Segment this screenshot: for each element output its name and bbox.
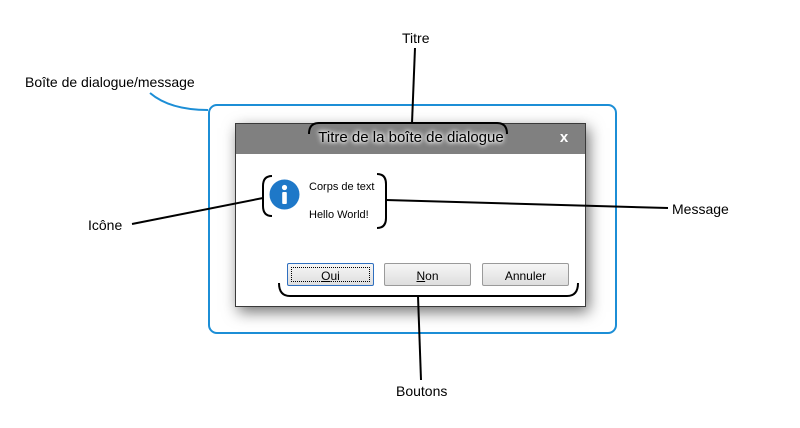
message-body-line: Hello World! [309,209,369,221]
button-mnemonic: O [321,269,331,283]
annuler-button[interactable]: Annuler [482,263,569,286]
annotation-message: Message [672,201,729,217]
button-mnemonic: N [416,269,426,283]
annotation-icon: Icône [88,217,123,233]
focus-indicator [291,267,370,282]
oui-button[interactable]: Oui [287,263,374,286]
button-label: on [425,269,439,283]
message-body-line: Corps de text [309,181,375,193]
close-icon[interactable]: x [559,129,569,146]
button-label: ui [330,269,340,283]
dialog-title: Titre de la boîte de dialogue [318,129,504,146]
button-label: Annuler [504,269,547,283]
dialog-titlebar[interactable]: Titre de la boîte de dialogue x [236,124,585,154]
annotation-dialog-box: Boîte de dialogue/message [25,74,195,90]
annotation-title: Titre [402,30,430,46]
non-button[interactable]: Non [384,263,471,286]
annotation-buttons: Boutons [396,383,448,399]
dialog-window: Titre de la boîte de dialogue x Corps de… [235,123,586,307]
info-icon [269,179,300,210]
callout-line-dialog-box [149,92,209,111]
